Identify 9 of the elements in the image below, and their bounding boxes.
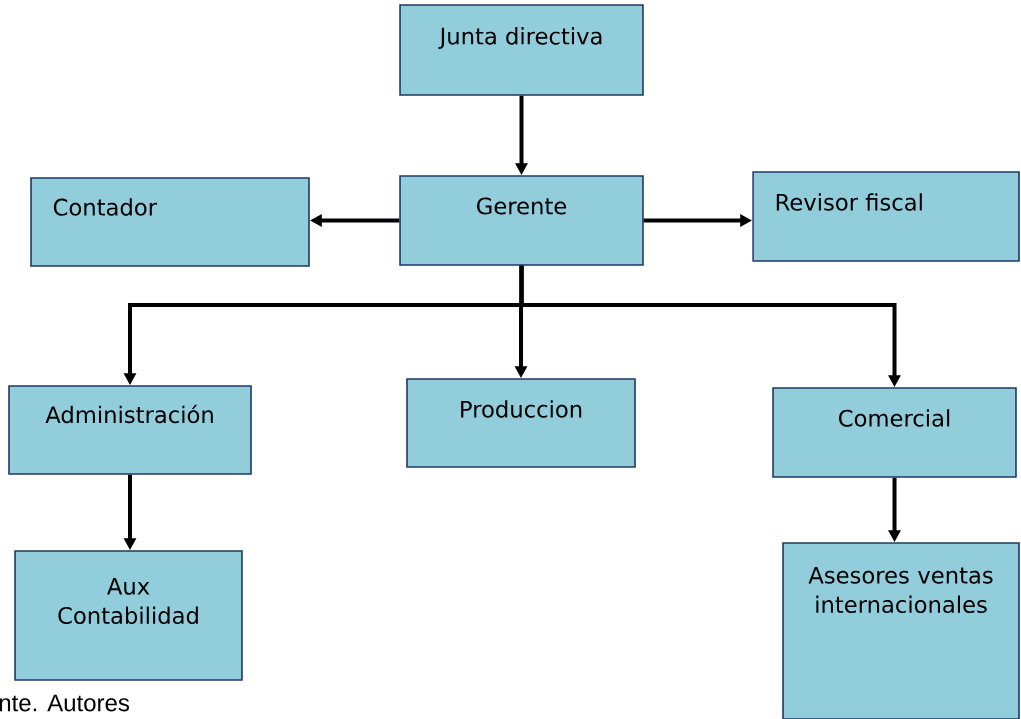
org-box: Comercial <box>772 387 1017 478</box>
org-box: Revisor fiscal <box>752 171 1020 262</box>
org-box: Administración <box>8 385 252 475</box>
org-box: Aux Contabilidad <box>14 550 243 681</box>
org-box: Produccion <box>406 378 636 468</box>
org-box: Asesores ventas internacionales <box>782 542 1020 719</box>
org-box: Gerente <box>399 175 644 266</box>
org-box: Junta directiva <box>399 4 644 96</box>
org-box: Contador <box>30 177 310 267</box>
